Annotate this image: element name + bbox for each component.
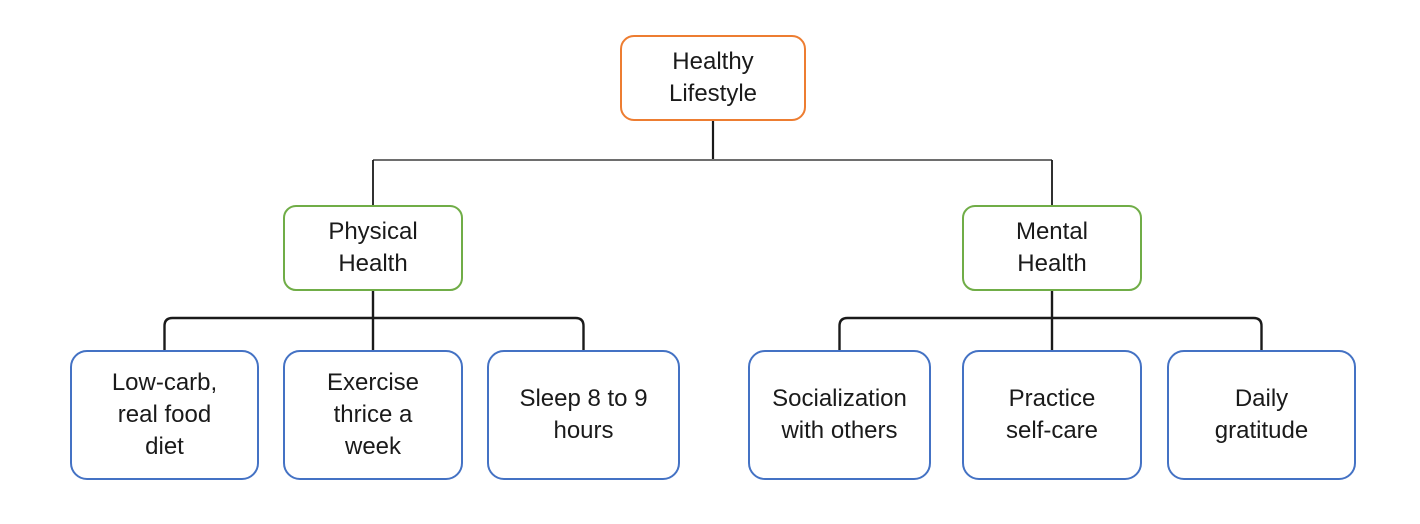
node-sleep-label: Sleep 8 to 9 hours	[519, 385, 648, 444]
node-mental-health: Mental Health	[962, 205, 1142, 291]
connector-mental-children	[838, 316, 1263, 350]
node-socialization-label: Socialization with others	[772, 385, 907, 444]
connector-physical-children	[163, 316, 585, 350]
node-low-carb-diet-label: Low-carb, real food diet	[111, 369, 218, 460]
node-sleep: Sleep 8 to 9 hours	[487, 350, 680, 480]
node-mental-health-label: Mental Health	[1015, 218, 1089, 277]
node-healthy-lifestyle-label: Healthy Lifestyle	[668, 48, 758, 107]
node-physical-health: Physical Health	[283, 205, 463, 291]
node-physical-health-label: Physical Health	[328, 218, 418, 277]
node-self-care-label: Practice self-care	[1005, 385, 1099, 444]
node-self-care: Practice self-care	[962, 350, 1142, 480]
node-low-carb-diet: Low-carb, real food diet	[70, 350, 259, 480]
node-healthy-lifestyle: Healthy Lifestyle	[620, 35, 806, 121]
node-exercise: Exercise thrice a week	[283, 350, 463, 480]
node-daily-gratitude-label: Daily gratitude	[1214, 385, 1309, 444]
node-exercise-label: Exercise thrice a week	[326, 369, 420, 460]
node-socialization: Socialization with others	[748, 350, 931, 480]
node-daily-gratitude: Daily gratitude	[1167, 350, 1356, 480]
